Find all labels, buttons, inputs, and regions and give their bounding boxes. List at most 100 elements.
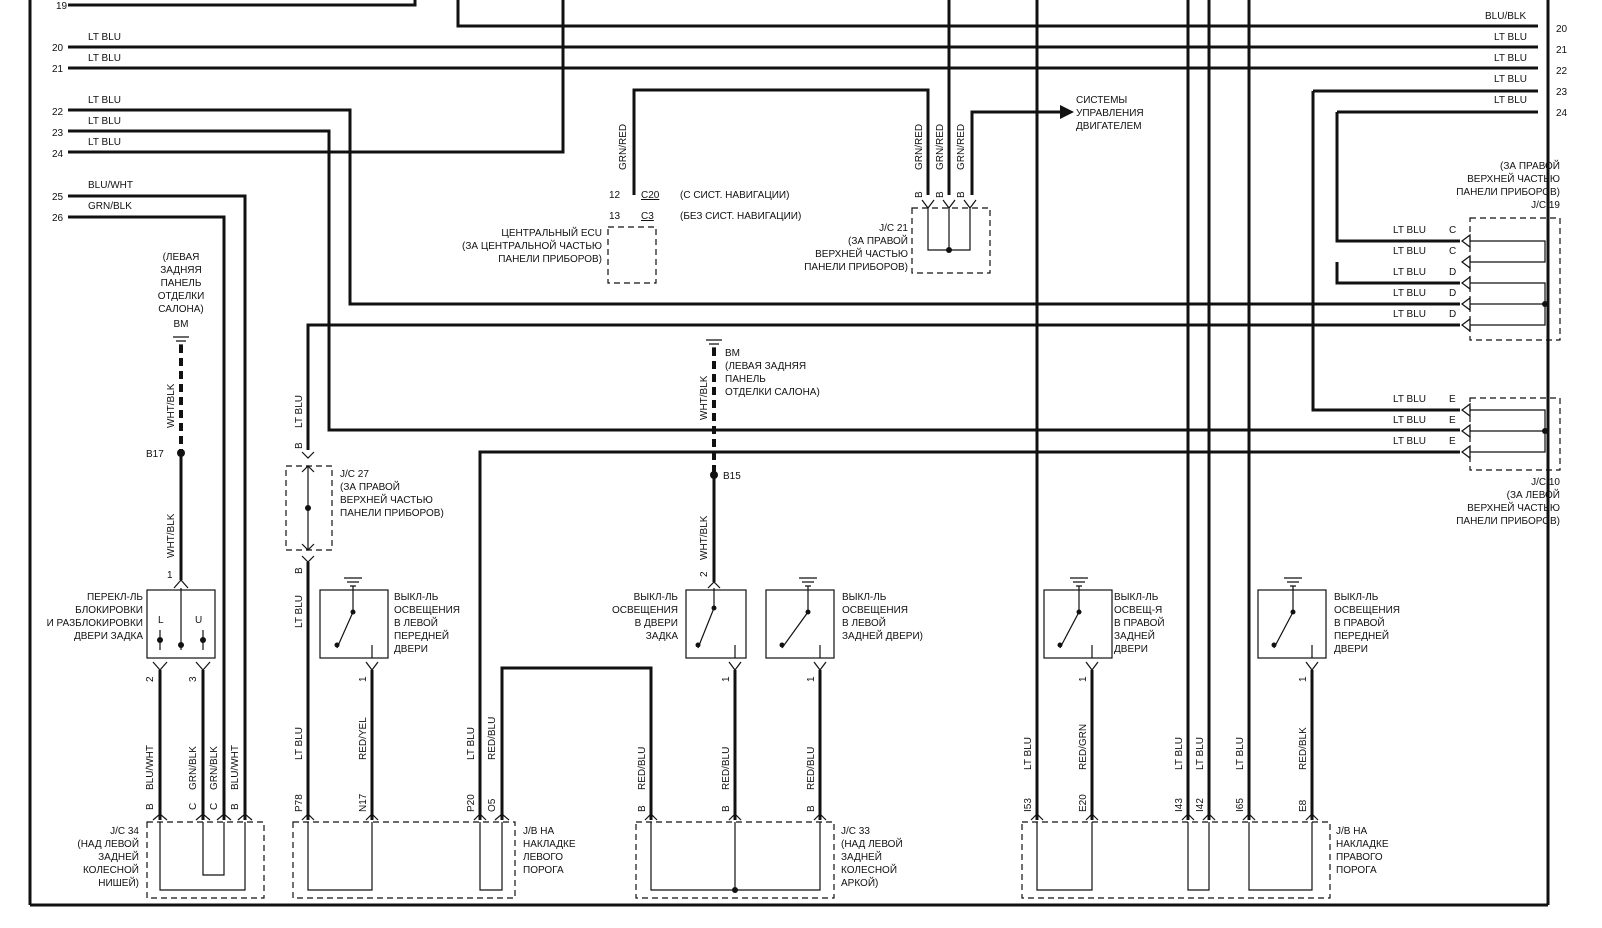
lock-line-2: БЛОКИРОВКИ	[75, 605, 143, 616]
jc19-color-3: LT BLU	[1393, 267, 1426, 278]
wire-num-24: 24	[52, 149, 64, 160]
ground-left-wire-2: WHT/BLK	[166, 513, 177, 558]
jc10-pin-2: E	[1449, 415, 1456, 426]
ecu-line-1: ЦЕНТРАЛЬНЫЙ ECU	[501, 226, 602, 239]
sw-lr-line-1: ВЫКЛ-ЛЬ	[842, 592, 887, 603]
jbr-wire-4: LT BLU	[1195, 737, 1206, 770]
wire-color-24: LT BLU	[88, 137, 121, 148]
ecu-pin-1: 12	[609, 190, 621, 201]
sw-rr-pin: 1	[1078, 676, 1089, 682]
left-wire-numbers: 19 20 21 22 23 24 25 26	[52, 1, 68, 224]
right-color-24: LT BLU	[1494, 95, 1527, 106]
right-color-23: LT BLU	[1494, 74, 1527, 85]
splice-b17: B17	[146, 449, 164, 460]
jc34-box	[146, 821, 265, 899]
engine-line-1: СИСТЕМЫ	[1076, 95, 1127, 106]
jc10-color-2: LT BLU	[1393, 415, 1426, 426]
jbr-wire-1: LT BLU	[1023, 737, 1034, 770]
ground-mid-wire-1: WHT/BLK	[699, 375, 710, 420]
jc10-pin-3: E	[1449, 436, 1456, 447]
wire-color-26: GRN/BLK	[88, 201, 132, 212]
sw-lf-line-5: ДВЕРИ	[394, 644, 428, 655]
wire-color-22: LT BLU	[88, 95, 121, 106]
sw-rf-line-1: ВЫКЛ-ЛЬ	[1334, 592, 1379, 603]
ecu-wire-label: GRN/RED	[618, 124, 629, 170]
left-wire-colors: LT BLU LT BLU LT BLU LT BLU LT BLU BLU/W…	[88, 32, 133, 212]
jbr-wire-2: RED/GRN	[1078, 724, 1089, 770]
ground-left-code: BM	[174, 319, 189, 330]
sw-lr-line-3: В ЛЕВОЙ	[842, 616, 886, 629]
jbr-pin-2: E20	[1078, 794, 1089, 812]
jc34-line-4: КОЛЕСНОЙ	[83, 863, 139, 876]
jbl-line-3: ЛЕВОГО	[523, 852, 563, 863]
jc21: GRN/RED GRN/RED GRN/RED B B B J/C 21 (ЗА…	[804, 124, 991, 274]
jc34-wire-2: GRN/BLK	[188, 746, 199, 790]
right-num-20: 20	[1556, 24, 1568, 35]
jc27-wire-bottom: LT BLU	[294, 595, 305, 628]
ecu-line-2: (ЗА ЦЕНТРАЛЬНОЙ ЧАСТЬЮ	[462, 239, 602, 252]
ecu-pin-2: 13	[609, 211, 621, 222]
ground-mid: BM (ЛЕВАЯ ЗАДНЯЯ ПАНЕЛЬ ОТДЕЛКИ САЛОНА) …	[699, 339, 820, 582]
ecu-line-3: ПАНЕЛИ ПРИБОРОВ)	[498, 254, 602, 265]
jbl-wire-3: LT BLU	[466, 727, 477, 760]
sw-rf-line-5: ДВЕРИ	[1334, 644, 1368, 655]
jc19-line-2: ВЕРХНЕЙ ЧАСТЬЮ	[1467, 172, 1560, 185]
sw-lf-line-4: ПЕРЕДНЕЙ	[394, 629, 449, 642]
ground-icon	[344, 577, 362, 594]
jbr-line-3: ПРАВОГО	[1336, 852, 1383, 863]
jc19-line-3: ПАНЕЛИ ПРИБОРОВ)	[1456, 187, 1560, 198]
ground-icon	[706, 339, 722, 349]
jc33-box	[635, 821, 835, 899]
wire-color-25: BLU/WHT	[88, 180, 133, 191]
ecu-note-1: (С СИСТ. НАВИГАЦИИ)	[680, 190, 789, 201]
jc10-color-3: LT BLU	[1393, 436, 1426, 447]
jc34-wire-3: GRN/BLK	[209, 746, 220, 790]
right-wire-labels: BLU/BLK 20 LT BLU 21 LT BLU 22 LT BLU 23…	[1485, 11, 1568, 119]
jc21-wire-2: GRN/RED	[935, 124, 946, 170]
jc27-line-1: J/C 27	[340, 469, 369, 480]
bus-wire-25	[68, 194, 247, 820]
sw-lf-line-2: ОСВЕЩЕНИЯ	[394, 605, 460, 616]
jc33: RED/BLU RED/BLU RED/BLU B B B J/C 33 (НА…	[635, 747, 903, 899]
bus-wire-23	[68, 129, 1460, 432]
switch-rf-box	[1257, 589, 1327, 659]
wire-num-21: 21	[52, 64, 64, 75]
ground-icon	[173, 336, 189, 346]
engine-line-3: ДВИГАТЕЛЕМ	[1076, 121, 1142, 132]
wire-num-19: 19	[56, 1, 68, 12]
wire-num-22: 22	[52, 107, 64, 118]
sw-tail-line-1: ВЫКЛ-ЛЬ	[634, 592, 679, 603]
jc21-wire-1: GRN/RED	[914, 124, 925, 170]
jbr-line-2: НАКЛАДКЕ	[1336, 839, 1389, 850]
switch-left-rear: ВЫКЛ-ЛЬ ОСВЕЩЕНИЯ В ЛЕВОЙ ЗАДНЕЙ ДВЕРИ) …	[765, 577, 923, 820]
sw-rr-line-4: ЗАДНЕЙ	[1114, 629, 1155, 642]
ground-left-wire-1: WHT/BLK	[166, 383, 177, 428]
sw-lr-line-4: ЗАДНЕЙ ДВЕРИ)	[842, 629, 923, 642]
lock-label-u: U	[195, 615, 202, 626]
sw-rf-line-3: В ПРАВОЙ	[1334, 616, 1385, 629]
sw-lr-pin: 1	[806, 676, 817, 682]
right-color-21: LT BLU	[1494, 32, 1527, 43]
wire-num-20: 20	[52, 43, 64, 54]
jbr-wire-5: LT BLU	[1235, 737, 1246, 770]
jc10-line-3: ВЕРХНЕЙ ЧАСТЬЮ	[1467, 501, 1560, 514]
lock-line-4: ДВЕРИ ЗАДКА	[74, 631, 143, 642]
sw-rf-pin: 1	[1298, 676, 1309, 682]
jbl-line-4: ПОРОГА	[523, 865, 564, 876]
jbl-wire-1: LT BLU	[294, 727, 305, 760]
jc19-color-4: LT BLU	[1393, 288, 1426, 299]
wire-color-20: LT BLU	[88, 32, 121, 43]
jbl-line-2: НАКЛАДКЕ	[523, 839, 576, 850]
jc33-line-5: АРКОЙ)	[841, 876, 878, 889]
jbl-pin-3: P20	[466, 794, 477, 812]
jc19-pin-3: D	[1449, 267, 1456, 278]
jc10: LT BLU E LT BLU E LT BLU E J/C 10 (ЗА ЛЕ…	[478, 394, 1561, 820]
right-num-24: 24	[1556, 108, 1568, 119]
switch-tail-box	[685, 589, 747, 659]
sw-rf-line-2: ОСВЕЩЕНИЯ	[1334, 605, 1400, 616]
ground-mid-line-4: ОТДЕЛКИ САЛОНА)	[725, 387, 820, 398]
switch-right-front: ВЫКЛ-ЛЬ ОСВЕЩЕНИЯ В ПРАВОЙ ПЕРЕДНЕЙ ДВЕР…	[1257, 577, 1400, 820]
jc21-line-1: J/C 21	[879, 223, 908, 234]
engine-line-2: УПРАВЛЕНИЯ	[1076, 108, 1144, 119]
